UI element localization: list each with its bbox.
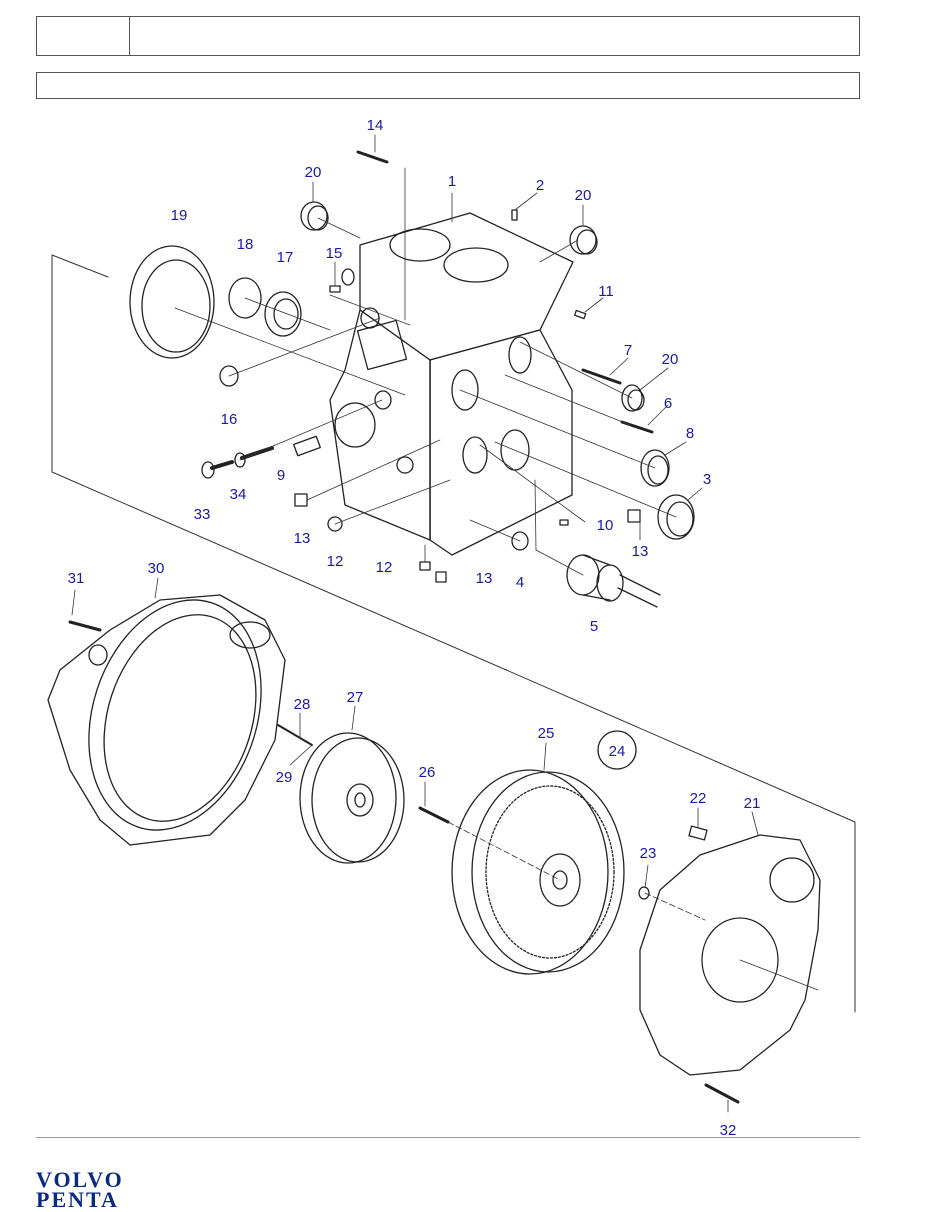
- part-20-plug-left: [300, 201, 329, 231]
- part-22-pin: [688, 825, 708, 841]
- part-13-sleeve-left: [294, 493, 308, 507]
- callout-2: 2: [536, 177, 544, 194]
- part-16-plug: [219, 365, 239, 387]
- callout-20-right: 20: [575, 187, 592, 204]
- callout-31: 31: [68, 570, 85, 587]
- callout-1: 1: [448, 173, 456, 190]
- callout-6: 6: [664, 395, 672, 412]
- callout-13-right: 13: [632, 543, 649, 560]
- callout-22: 22: [690, 790, 707, 807]
- callout-labels: 1 2 3 4 5 6 7 8 9 10 11 12 12 13 13 13 1…: [68, 117, 761, 1139]
- callout-4: 4: [516, 574, 524, 591]
- callout-15: 15: [326, 245, 343, 262]
- flywheel-housing: [47, 594, 286, 846]
- footer-rule: [36, 1137, 860, 1138]
- part-34-sensor: [234, 446, 274, 468]
- part-8-bearing: [640, 449, 670, 487]
- callout-20-mid: 20: [662, 351, 679, 368]
- callout-13-bottom: 13: [476, 570, 493, 587]
- part-4-plug: [511, 531, 529, 551]
- callout-13-left: 13: [294, 530, 311, 547]
- part-32-bolt: [704, 1083, 740, 1104]
- callout-12-left: 12: [327, 553, 344, 570]
- part-26-bolt: [418, 806, 450, 824]
- part-13-sleeve-bottom: [435, 571, 447, 583]
- callout-25: 25: [538, 725, 555, 742]
- part-12-plug-left: [327, 516, 343, 532]
- callout-10: 10: [597, 517, 614, 534]
- callout-5: 5: [590, 618, 598, 635]
- group-frame-lines: [51, 254, 856, 1013]
- part-23-bolt: [638, 886, 650, 900]
- part-3-seal: [657, 494, 695, 540]
- callout-28: 28: [294, 696, 311, 713]
- callout-12-bottom: 12: [376, 559, 393, 576]
- part-17-bearing: [264, 291, 302, 337]
- header-code-cell: [37, 17, 130, 55]
- volvo-penta-logo: VOLVO PENTA: [36, 1167, 156, 1212]
- callout-14: 14: [367, 117, 384, 134]
- flywheel: [451, 769, 625, 975]
- leader-lines-upper: [174, 134, 703, 576]
- vibration-damper: [277, 724, 405, 864]
- cylinder-block: [329, 212, 574, 556]
- part-12-plug-bottom: [419, 561, 431, 571]
- part-5-shaft: [566, 554, 661, 608]
- part-11-pin: [573, 309, 587, 320]
- logo-line-1: VOLVO: [36, 1167, 124, 1192]
- callout-30: 30: [148, 560, 165, 577]
- callout-3: 3: [703, 471, 711, 488]
- part-9-pin: [293, 435, 321, 457]
- callout-11: 11: [598, 283, 614, 300]
- callout-20-left: 20: [305, 164, 322, 181]
- callout-9: 9: [277, 467, 285, 484]
- part-33-sender: [201, 460, 234, 479]
- subheader-box: [36, 72, 860, 99]
- callout-26: 26: [419, 764, 436, 781]
- part-15-pin: [329, 285, 341, 293]
- logo-line-2: PENTA: [36, 1187, 119, 1212]
- part-7-stud: [581, 368, 622, 385]
- leader-lines-lower: [71, 577, 819, 1113]
- callout-27: 27: [347, 689, 364, 706]
- callout-21: 21: [744, 795, 761, 812]
- callout-16: 16: [221, 411, 238, 428]
- part-20-plug-right: [569, 225, 598, 255]
- part-14-stud: [356, 150, 389, 164]
- callout-19: 19: [171, 207, 188, 224]
- part-18-ring: [228, 277, 262, 319]
- callout-7: 7: [624, 342, 632, 359]
- header-box: [36, 16, 860, 56]
- part-19-cover: [129, 245, 215, 359]
- part-24-ref-circle: [597, 730, 637, 770]
- part-20-plug-mid: [621, 384, 645, 412]
- callout-34: 34: [230, 486, 247, 503]
- callout-8: 8: [686, 425, 694, 442]
- callout-29: 29: [276, 769, 293, 786]
- part-2-pin: [511, 209, 518, 221]
- part-13-sleeve-right: [627, 509, 641, 523]
- adapter-plate: [639, 834, 821, 1076]
- callout-24: 24: [609, 743, 626, 760]
- part-10-pin: [559, 519, 569, 526]
- callout-23: 23: [640, 845, 657, 862]
- callout-17: 17: [277, 249, 294, 266]
- callout-18: 18: [237, 236, 254, 253]
- callout-33: 33: [194, 506, 211, 523]
- callout-32: 32: [720, 1122, 737, 1139]
